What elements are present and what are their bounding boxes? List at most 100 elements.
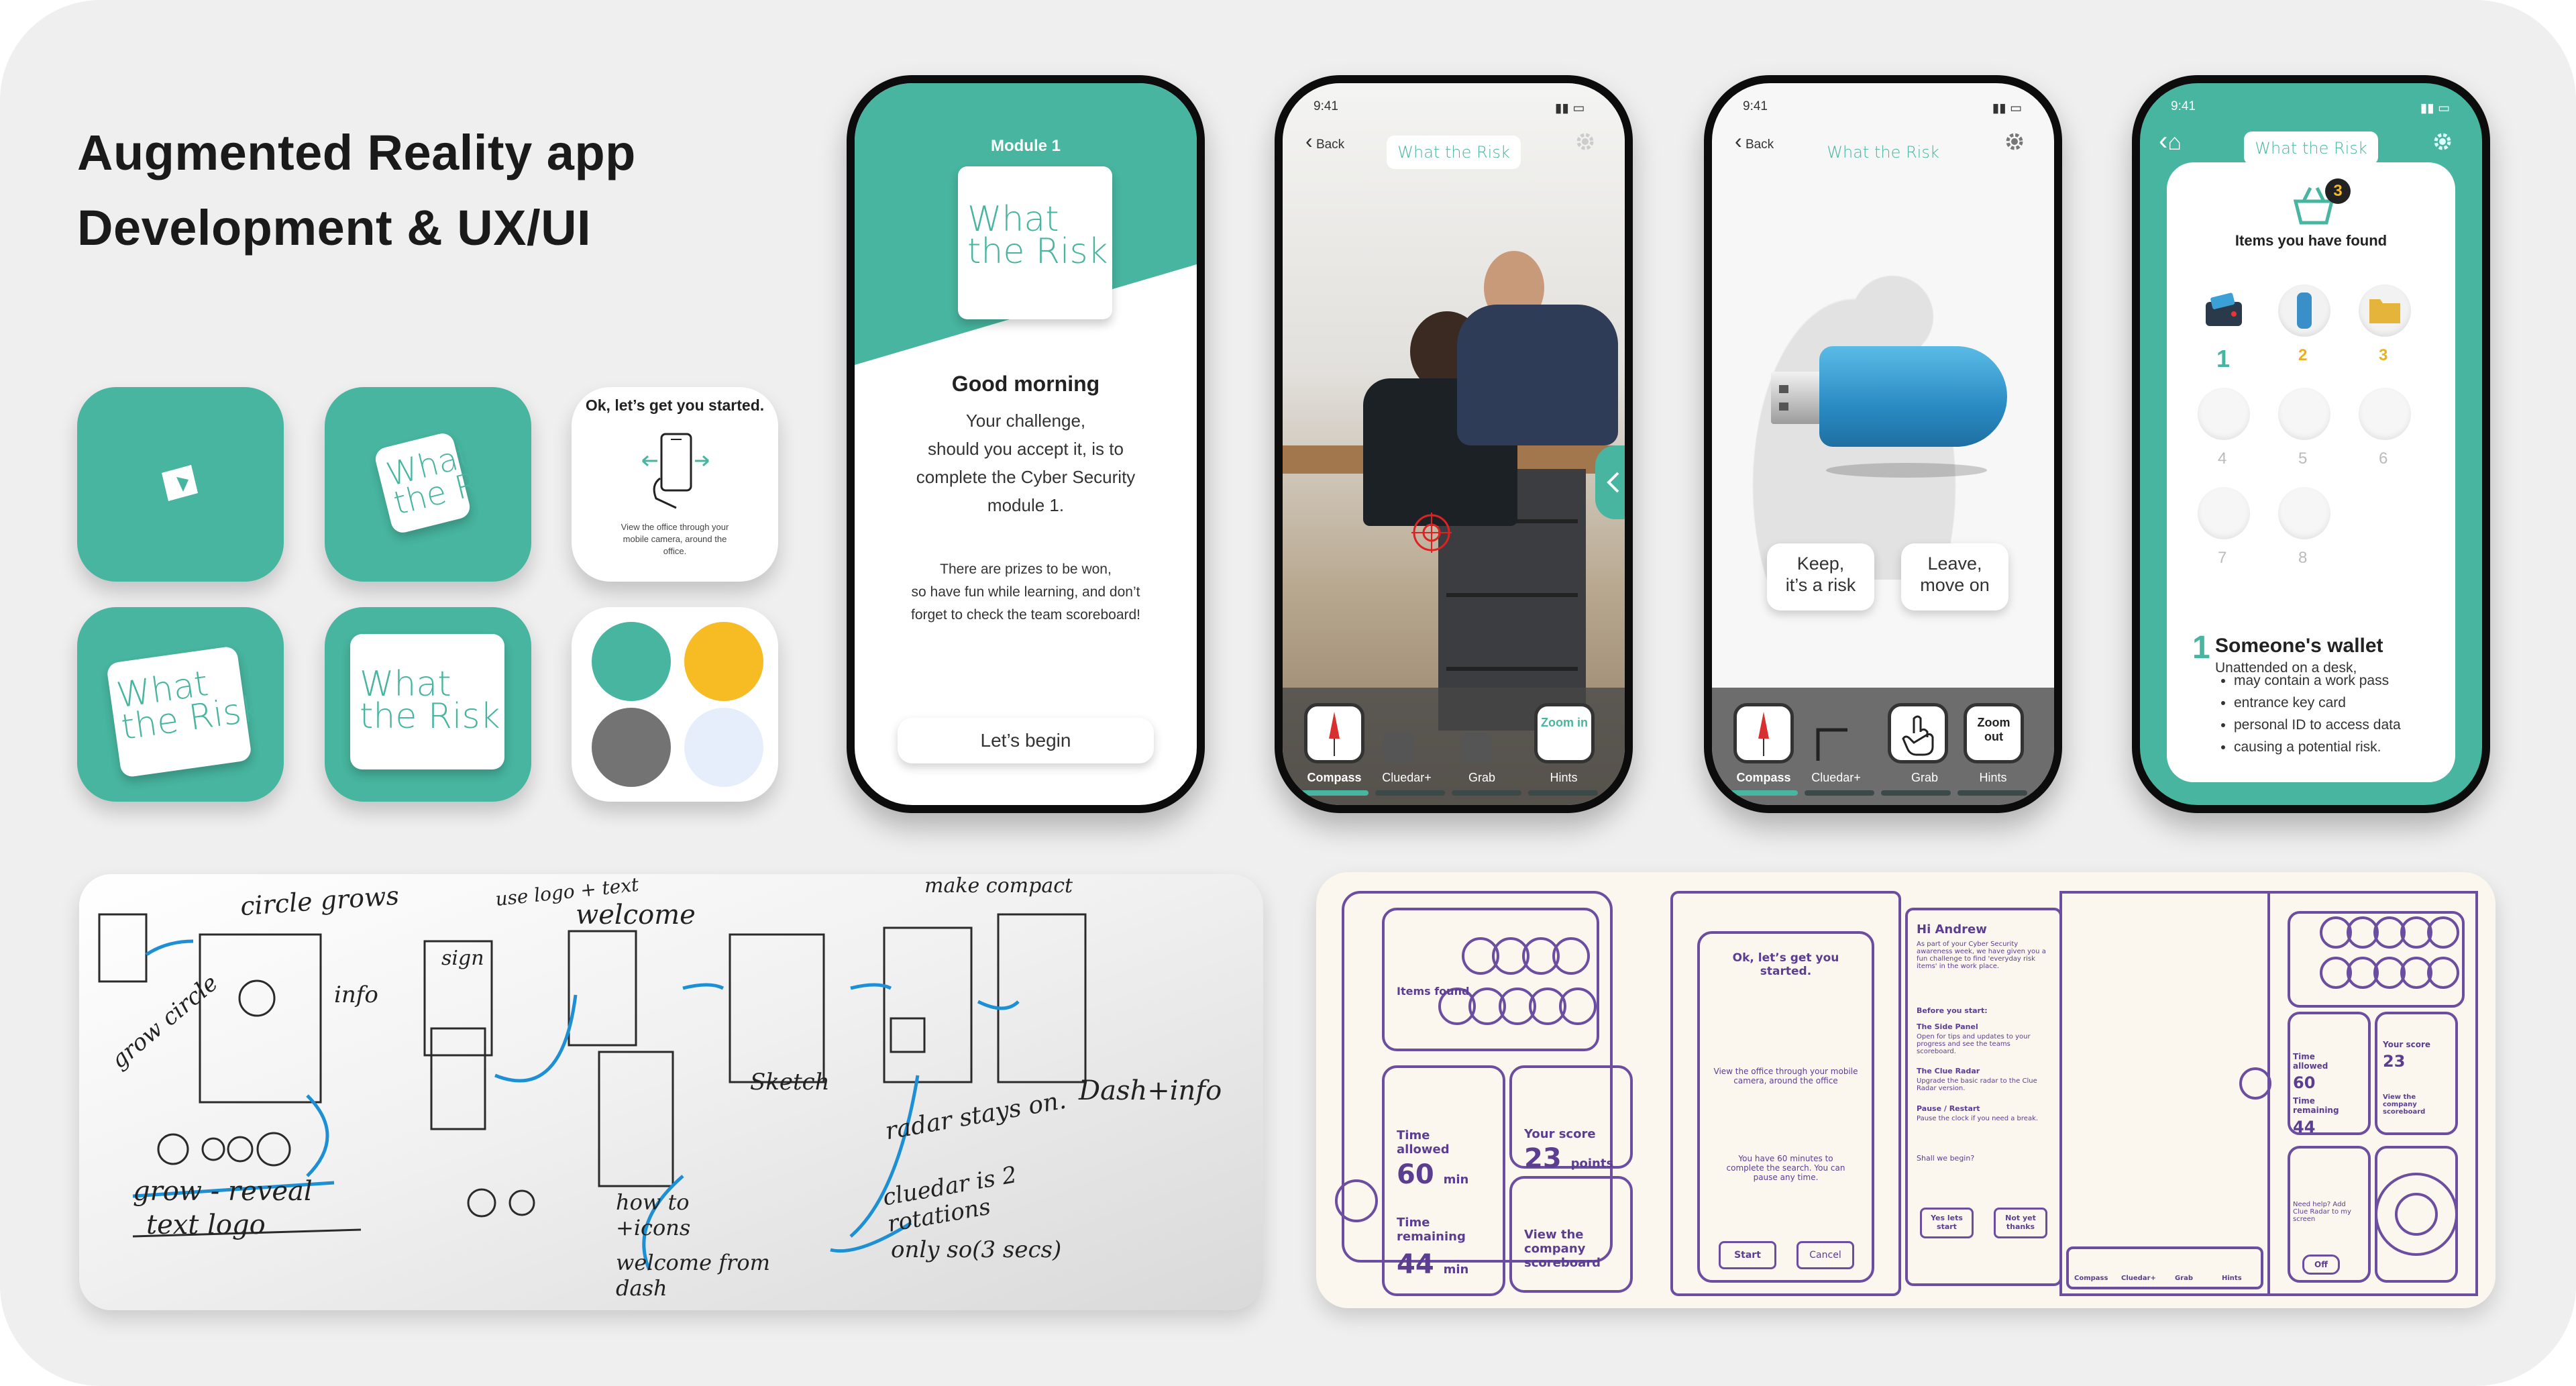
brand-pill: What the Risk [2244,131,2378,165]
found-item-wallet[interactable] [2198,284,2250,337]
compass-label: Compass [1307,771,1362,784]
logo-mark-icon [162,465,198,501]
wf-start-button[interactable]: Start [1719,1241,1776,1269]
tab-indicator-active [1728,790,1798,796]
usb-pin [1779,385,1788,393]
swatch-yellow [684,622,763,701]
wf-tool-label: Hints [2222,1275,2242,1282]
sketch-note: grow - reveal [133,1176,313,1207]
wf-mini-time-allowed: Time allowed [2293,1052,2328,1071]
gear-icon[interactable] [1574,130,1597,153]
item-detail-title: Someone's wallet [2215,635,2383,657]
wf-mini-scoreboard[interactable]: View the company scoreboard [2383,1094,2426,1116]
wf-time-remaining: Time remaining [1397,1216,1466,1244]
onboarding-tile-heading: Ok, let’s get you started. [585,396,765,414]
wf-shall-we: Shall we begin? [1917,1154,1975,1163]
module-label: Module 1 [990,137,1061,155]
back-link[interactable]: ‹ Back [1305,129,1345,153]
wf-cancel-button[interactable]: Cancel [1796,1241,1854,1269]
swatch-light-blue [684,708,763,787]
item-point: causing a potential risk. [2234,736,2401,758]
compass-tool-button[interactable] [1733,703,1794,763]
usb-stick-object[interactable] [1819,346,2007,447]
grab-tool-button[interactable] [1460,733,1491,763]
grab-tool-button[interactable] [1888,703,1948,763]
sketch-note: Dash+info [1079,1075,1222,1106]
wf-side-panel: The Side Panel [1917,1022,1978,1031]
color-palette-tile [572,607,778,802]
folder-icon [2369,299,2400,323]
item-point: entrance key card [2234,692,2401,714]
welcome-logo-card [958,166,1112,319]
swatch-grey [592,708,671,787]
wf-intro: As part of your Cyber Security awareness… [1917,941,2046,970]
side-panel-tab[interactable] [1595,445,1625,519]
signal-battery-icon: ▮▮ ▭ [2420,101,2450,115]
back-home-button[interactable]: ‹⌂ [2159,126,2182,156]
gear-icon[interactable] [2003,130,2026,153]
title-line-1: Augmented Reality app [77,125,636,180]
keep-risk-button[interactable]: Keep,it’s a risk [1767,543,1874,610]
wf-view-scoreboard[interactable]: View the company scoreboard [1524,1228,1601,1270]
cluedar-label: Cluedar+ [1811,771,1861,784]
empty-slot [2278,487,2330,539]
wf-before: Before you start: [1917,1006,1988,1015]
usb-connector [1771,372,1825,424]
found-count-badge: 3 [2325,178,2351,204]
wf-tool-label: Grab [2175,1275,2194,1282]
grab-label: Grab [1911,771,1939,784]
wf-time-allowed: Time allowed [1397,1128,1450,1157]
zoom-in-button[interactable]: Zoom in [1534,703,1595,763]
ar-camera-screen: 9:41 ▮▮ ▭ ‹ Back What the Risk Zoom in C… [1283,83,1625,805]
empty-slot [2198,388,2250,440]
usb-shadow [1826,463,1987,478]
sketch-note: sign [441,947,484,970]
found-item-folder[interactable] [2359,284,2411,337]
compass-needle-icon [1758,712,1769,756]
usb-icon [2297,292,2312,329]
wf-time-remaining-value: 44 min [1397,1249,1469,1280]
wf-off-toggle[interactable]: Off [2302,1255,2340,1275]
zoom-out-button[interactable]: Zoom out [1964,703,2024,763]
ar-toolbar: Zoom in Compass Cluedar+ Grab Hints [1283,688,1625,805]
slot-number: 7 [2218,549,2227,567]
wf-yes-button[interactable]: Yes lets start [1920,1208,1974,1238]
sketch-note: welcome [576,900,696,930]
phone-items-found: 9:41 ▮▮ ▭ ‹⌂ What the Risk 3 Items you h… [2132,75,2490,813]
basket-icon [2293,186,2334,225]
tab-indicator [1957,790,2027,796]
status-bar: 9:41 ▮▮ ▭ [2171,99,2450,115]
found-item-usb[interactable] [2278,284,2330,337]
wf-time-allowed-value: 60 min [1397,1159,1469,1190]
gear-icon[interactable] [2431,130,2454,153]
leave-move-on-button[interactable]: Leave,move on [1901,543,2008,610]
sketch-note: info [334,981,378,1008]
back-link[interactable]: ‹ Back [1735,129,1774,153]
wf-clue-radar: The Clue Radar [1917,1067,1980,1075]
wf-items-found: Items found [1397,985,1470,998]
items-panel [2167,162,2455,782]
lets-begin-button[interactable]: Let’s begin [898,718,1154,763]
greeting-heading: Good morning [951,372,1100,396]
wf-mini-score-label: Your score [2383,1040,2431,1049]
signal-battery-icon: ▮▮ ▭ [1555,101,1585,115]
tab-indicator [1805,790,1874,796]
slot-number: 2 [2298,346,2308,364]
cluedar-corner-icon[interactable] [1813,723,1853,763]
items-screen: 9:41 ▮▮ ▭ ‹⌂ What the Risk 3 Items you h… [2140,83,2482,805]
empty-slot [2359,388,2411,440]
home-icon: ⌂ [2167,129,2182,155]
onboarding-tile-caption: View the office through your mobile came… [621,522,729,556]
cluedar-tool-button[interactable] [1383,733,1414,763]
ar-toolbar: Zoom out Compass Cluedar+ Grab Hints [1712,688,2054,805]
target-reticle-icon[interactable] [1411,513,1452,553]
grab-screen: Keep,it’s a risk Leave,move on 9:41 ▮▮ ▭… [1712,83,2054,805]
compass-tool-button[interactable] [1304,703,1364,763]
wf-not-yet-button[interactable]: Not yet thanks [1994,1208,2047,1238]
wf-tool-label: Cluedar+ [2121,1275,2156,1282]
